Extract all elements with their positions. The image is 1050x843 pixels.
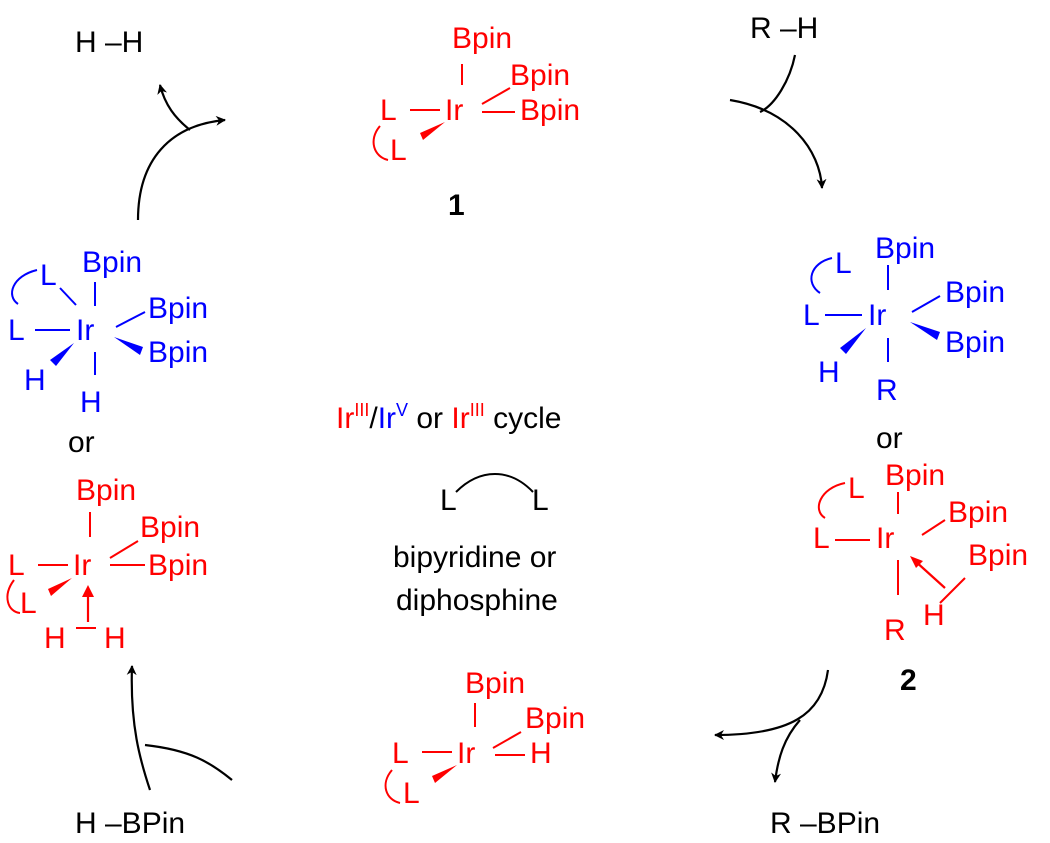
b-iridium: Ir (457, 737, 475, 770)
center-label: IrIII/IrV or IrIII cycle L L bipyridine … (336, 400, 561, 617)
ligand-desc-line2: diphosphine (396, 584, 558, 617)
ur-bpin-top: Bpin (875, 232, 935, 265)
ur-wedge-h (840, 328, 866, 354)
c1-bpin-mid: Bpin (510, 59, 570, 92)
ll-ligand-l1: L (8, 549, 25, 582)
ur-ligand-l2: L (803, 299, 820, 332)
ul-bpin-low: Bpin (148, 336, 208, 369)
or-right: or (876, 422, 903, 455)
ll-bonds (6, 512, 145, 629)
ur-bonds (810, 257, 941, 362)
c1-bonds (372, 64, 515, 161)
ul-hydride-left: H (24, 364, 46, 397)
ul-ligand-l2: L (8, 314, 25, 347)
ul-bpin-top: Bpin (82, 246, 142, 279)
ur-iridium: Ir (868, 299, 886, 332)
c2-bpin-low: Bpin (968, 539, 1028, 572)
ll-bpin-mid: Bpin (140, 511, 200, 544)
b-ligand-l2: L (403, 777, 420, 810)
c2-bonds (817, 482, 966, 604)
c2-iridium: Ir (876, 522, 894, 555)
ul-wedge-bpin (114, 337, 143, 355)
ll-sigma-arrowhead (82, 585, 94, 597)
complex-lower-left: Bpin Bpin Bpin Ir L L H H (6, 474, 208, 655)
c2-hydride: H (923, 599, 945, 632)
ul-bonds (11, 269, 146, 375)
complex-2: Bpin Bpin Bpin Ir L L H R 2 (813, 459, 1028, 697)
ll-wedge-bond (48, 578, 72, 596)
arrow-hh-exit (157, 84, 191, 131)
ll-bpin-top: Bpin (76, 474, 136, 507)
c1-iridium: Ir (445, 94, 463, 127)
b-ligand-l1: L (392, 737, 409, 770)
c2-ligand-l2: L (813, 522, 830, 555)
c2-number: 2 (900, 664, 917, 697)
c1-bpin-top: Bpin (452, 22, 512, 55)
complex-bottom: Bpin Bpin Ir H L L (384, 667, 585, 810)
b-bpin-right: Bpin (525, 702, 585, 735)
c2-sigma-arrowhead (910, 556, 923, 568)
ll-bpin-right: Bpin (148, 549, 208, 582)
ur-alkyl-r: R (876, 374, 898, 407)
c1-ligand-l2: L (390, 134, 407, 167)
ll-ligand-l2: L (20, 587, 37, 620)
complex-upper-right: Bpin Bpin Bpin Ir L L H R (803, 232, 1005, 407)
complex-1: Bpin Bpin Bpin Ir L L 1 (372, 22, 580, 222)
c2-bpin-top: Bpin (885, 459, 945, 492)
c2-alkyl-r: R (884, 614, 906, 647)
arrow-top-left (136, 115, 226, 221)
arrow-top-right (729, 98, 827, 189)
b-wedge-bond (432, 765, 457, 783)
ll-h-right: H (104, 622, 126, 655)
arrow-hbpin-entry (144, 743, 233, 781)
ur-bpin-mid: Bpin (945, 276, 1005, 309)
c1-bpin-right: Bpin (520, 94, 580, 127)
ul-wedge-h (50, 343, 74, 366)
c1-ligand-l1: L (380, 94, 397, 127)
ll-h-left: H (44, 622, 66, 655)
ur-wedge-bpin (910, 322, 940, 340)
ul-bpin-mid: Bpin (148, 292, 208, 325)
b-bpin-top: Bpin (465, 667, 525, 700)
c2-ligand-l1: L (848, 472, 865, 505)
complex-upper-left: Bpin Bpin Bpin Ir L L H H (8, 246, 208, 419)
or-left: or (68, 426, 95, 459)
ligand-l-right: L (532, 484, 549, 517)
ur-bpin-low: Bpin (945, 326, 1005, 359)
c1-wedge-bond (420, 122, 445, 140)
cycle-arrows (126, 54, 830, 791)
b-hydride: H (530, 737, 552, 770)
product-rbpin: R –BPin (770, 807, 880, 840)
ligand-bridge (455, 473, 534, 493)
ligand-l-left: L (440, 484, 457, 517)
ll-iridium: Ir (73, 549, 91, 582)
arrow-bottom-left (126, 665, 152, 791)
ligand-desc-line1: bipyridine or (393, 541, 556, 574)
reagents: R –H H –H H –BPin R –BPin (75, 12, 880, 840)
ur-hydride: H (818, 356, 840, 389)
product-hh: H –H (75, 26, 143, 59)
cycle-legend: IrIII/IrV or IrIII cycle (336, 400, 561, 435)
arrow-rbpin-exit (771, 719, 801, 783)
ul-iridium: Ir (76, 314, 94, 347)
arrow-bottom-right (714, 669, 830, 740)
ul-hydride-bottom: H (80, 386, 102, 419)
ur-ligand-l1: L (835, 247, 852, 280)
reagent-rh: R –H (750, 12, 818, 45)
ul-ligand-l1: L (40, 259, 57, 292)
c1-number: 1 (448, 189, 465, 222)
arrow-rh-entry (759, 54, 797, 113)
reagent-hbpin: H –BPin (75, 807, 185, 840)
b-bonds (384, 703, 525, 804)
c2-bpin-mid: Bpin (948, 496, 1008, 529)
